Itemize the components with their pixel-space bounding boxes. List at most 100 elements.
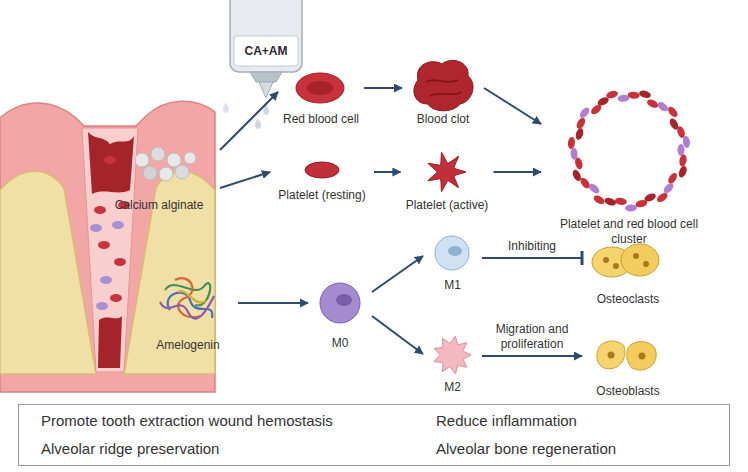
- art-shape: [234, 36, 298, 66]
- node-label: CA+AM: [244, 44, 287, 58]
- art-shape: [259, 82, 273, 98]
- bottle-label: CA+AM: [236, 38, 296, 64]
- art-shape: [151, 147, 165, 161]
- art-shape: [143, 166, 157, 180]
- cluster-cell: [592, 194, 606, 206]
- art-shape: [88, 132, 134, 194]
- node-label: Blood clot: [417, 112, 470, 126]
- art-shape: [175, 165, 189, 179]
- arrow-connector: [238, 302, 308, 304]
- node-label: M0: [332, 336, 349, 350]
- arrow-connector: [374, 171, 401, 173]
- socket-cell: [110, 294, 122, 302]
- art-shape: [639, 353, 646, 360]
- arrow-connector: [482, 257, 582, 259]
- art-shape: [414, 60, 473, 110]
- art-shape: [223, 102, 229, 113]
- node-label: Promote tooth extraction wound hemostasi…: [41, 412, 333, 430]
- art-shape: [178, 291, 206, 302]
- node-label: Calcium alginate: [115, 198, 204, 212]
- active-platelet: [428, 153, 466, 192]
- node-label: Red blood cell: [283, 112, 359, 126]
- art-shape: [98, 316, 122, 368]
- art-shape: [82, 128, 138, 372]
- cluster-cell: [605, 89, 619, 99]
- art-shape: [167, 153, 181, 167]
- cluster-cell: [578, 106, 591, 120]
- cluster-cell: [678, 154, 687, 167]
- cluster-cell: [655, 191, 669, 204]
- art-shape: [307, 81, 333, 95]
- red-blood-cell: [296, 73, 344, 103]
- art-shape: [608, 352, 615, 359]
- cluster-cell: [666, 171, 678, 185]
- cluster-cell: [587, 182, 601, 195]
- art-shape: [305, 162, 339, 178]
- m2-macrophage: [434, 336, 471, 373]
- arrow-connector: [484, 88, 541, 124]
- arrow-connector: [494, 171, 542, 173]
- art-shape: [230, 0, 302, 72]
- art-shape: [320, 283, 360, 323]
- socket-cell: [100, 276, 112, 284]
- node-label: Osteoblasts: [596, 384, 659, 398]
- cluster-cell: [571, 168, 583, 182]
- arrow-connector: [220, 172, 270, 188]
- cell-icon: Platelet (resting): [272, 152, 372, 202]
- osteoblast-cells: [597, 341, 656, 370]
- cluster-cell: [614, 197, 627, 206]
- arrow-connector: [482, 355, 582, 357]
- art-shape: [159, 167, 173, 181]
- art-shape: [296, 73, 344, 103]
- edge-label: Inhibiting: [506, 239, 558, 253]
- blood-clot: [414, 60, 473, 110]
- art-shape: [426, 80, 462, 96]
- edge-label: Migration and proliferation: [484, 322, 580, 351]
- dropper-bottle: [223, 0, 302, 129]
- socket-cell: [90, 224, 102, 232]
- art-shape: [250, 72, 282, 82]
- bone-cell-icon: Osteoclasts: [584, 242, 672, 306]
- node-label: M1: [444, 278, 461, 292]
- arrow-connector: [220, 92, 278, 150]
- art-shape: [627, 342, 656, 370]
- art-shape: [336, 294, 352, 306]
- art-shape: [160, 296, 214, 319]
- cell-icon: Platelet (active): [403, 146, 492, 212]
- cluster-cell: [677, 165, 688, 179]
- summary-box: Promote tooth extraction wound hemostasi…: [18, 404, 730, 466]
- socket-cell: [96, 302, 108, 310]
- cluster-icon: Platelet and red blood cell cluster: [543, 92, 715, 246]
- socket-cell: [112, 221, 124, 229]
- art-shape: [184, 152, 196, 164]
- node-label: Amelogenin: [156, 338, 219, 352]
- node-label: Alveolar bone regeneration: [436, 440, 616, 458]
- m1-macrophage: [435, 236, 469, 270]
- art-shape: [643, 261, 649, 267]
- socket-cell: [114, 258, 126, 266]
- amelogenin-protein: [160, 278, 214, 318]
- protein-icon: Amelogenin: [140, 268, 236, 352]
- node-label: Reduce inflammation: [436, 412, 577, 430]
- material-icon: Calcium alginate: [100, 140, 218, 212]
- art-shape: [255, 118, 261, 129]
- art-shape: [135, 153, 149, 167]
- cluster-cell: [646, 98, 660, 110]
- cluster-cell: [625, 204, 637, 211]
- node-label: M2: [444, 380, 461, 394]
- art-shape: [90, 156, 130, 310]
- cell-icon: Blood clot: [404, 56, 482, 126]
- node-label: Platelet (active): [406, 198, 489, 212]
- arrow-connector: [372, 316, 423, 354]
- cluster-cell: [638, 89, 651, 99]
- arrow-connector: [372, 256, 423, 292]
- socket-cell: [98, 241, 110, 249]
- resting-platelet: [305, 162, 339, 178]
- macrophage-icon: M1: [425, 232, 480, 292]
- cluster-cell: [570, 148, 578, 160]
- art-shape: [633, 253, 639, 259]
- node-label: Alveolar ridge preservation: [41, 440, 219, 458]
- cluster-cell: [628, 91, 641, 99]
- socket-cell: [104, 156, 116, 164]
- node-label: Platelet and red blood cell cluster: [543, 217, 715, 246]
